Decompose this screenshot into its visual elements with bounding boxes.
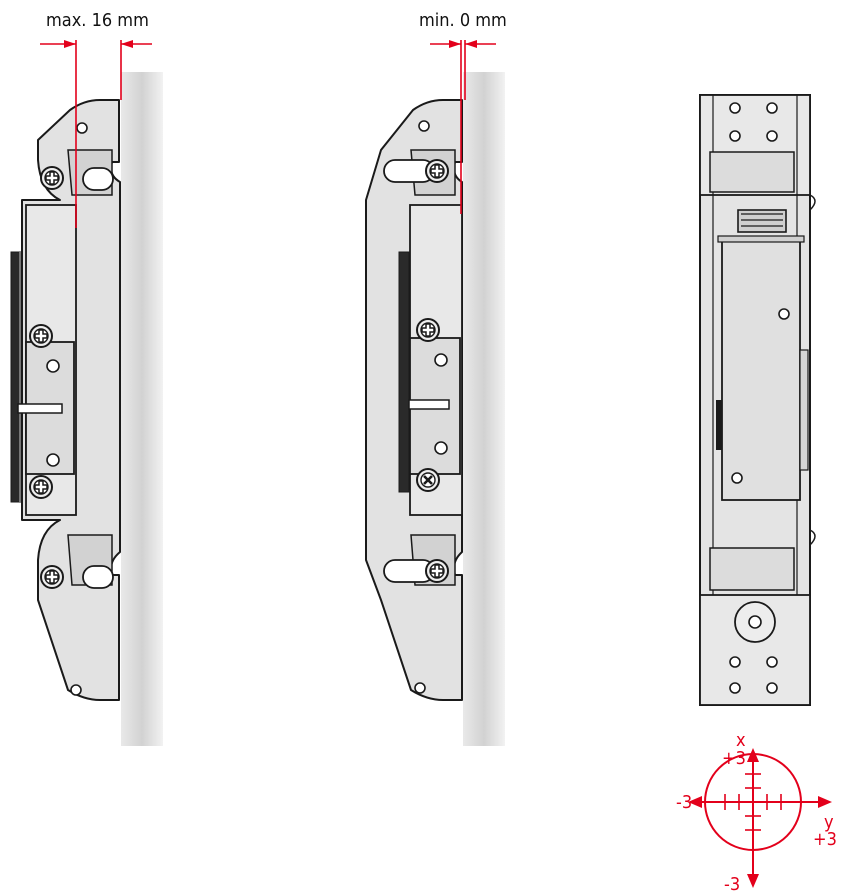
min-gap-dimension: min. 0 mm — [419, 10, 507, 214]
door-frame-wall — [121, 72, 163, 746]
min-gap-label: min. 0 mm — [419, 10, 507, 31]
mounting-screw — [40, 166, 64, 190]
x-plus-label: +3 — [722, 748, 746, 769]
hinge-front-view — [699, 94, 816, 706]
x-arrow-down — [747, 874, 759, 888]
adjustment-labels: x +3 -3 -3 y +3 — [676, 730, 837, 895]
adjustment-range-crosshair — [688, 748, 832, 888]
y-arrow-left — [688, 796, 702, 808]
mounting-screw — [29, 324, 53, 348]
y-arrow-right — [818, 796, 832, 808]
locking-screw — [415, 467, 441, 493]
mounting-screw — [425, 159, 449, 183]
mounting-screw — [29, 475, 53, 499]
mounting-screw — [416, 318, 440, 342]
hinge-view-max-gap — [10, 72, 163, 746]
door-frame-wall — [463, 72, 505, 746]
hinge-view-min-gap — [365, 72, 505, 746]
y-axis-label: y — [824, 812, 834, 833]
y-plus-label: +3 — [813, 829, 837, 850]
x-minus-label: -3 — [724, 874, 740, 895]
max-gap-dimension: max. 16 mm — [40, 10, 152, 228]
x-arrow-up — [747, 748, 759, 762]
mounting-screw — [40, 565, 64, 589]
y-minus-label: -3 — [676, 792, 692, 813]
max-gap-label: max. 16 mm — [46, 10, 149, 31]
mounting-screw — [425, 559, 449, 583]
x-axis-label: x — [736, 730, 746, 751]
